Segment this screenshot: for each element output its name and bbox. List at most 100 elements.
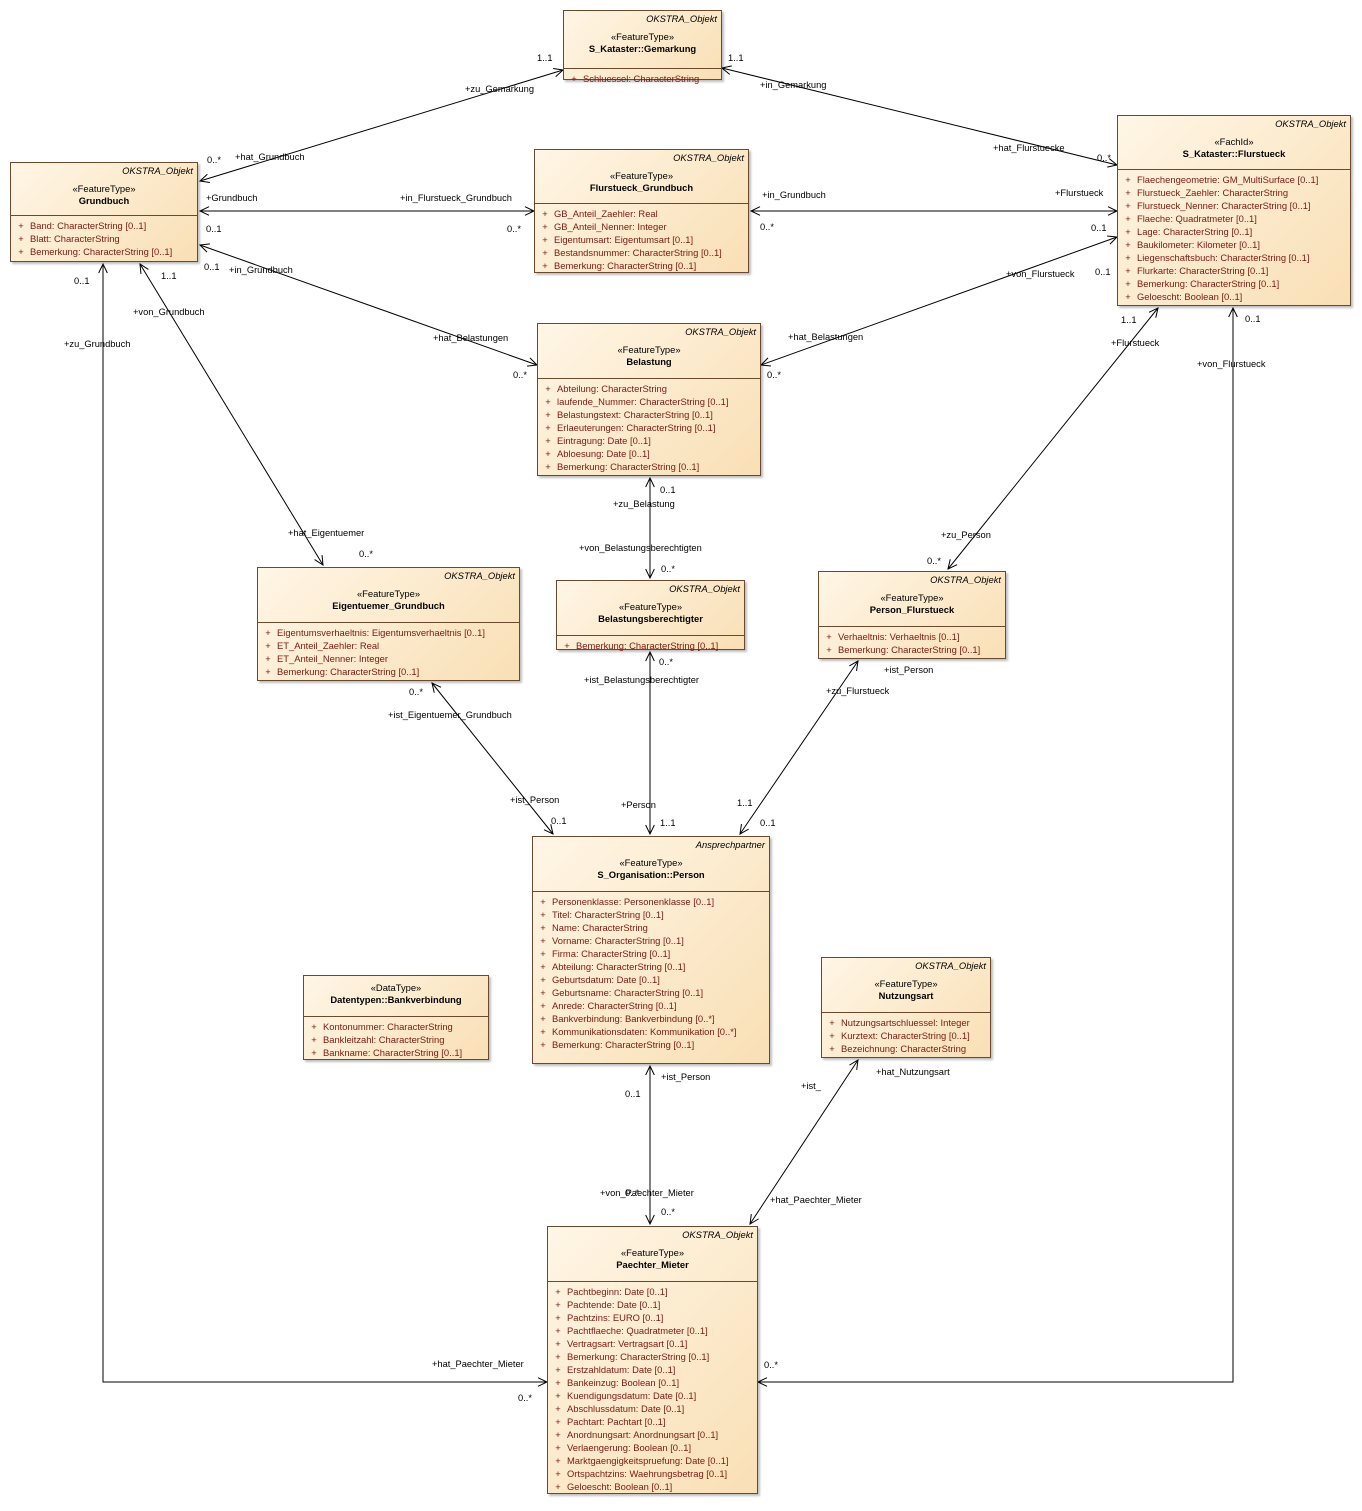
visibility-marker: +	[1125, 213, 1131, 224]
visibility-marker: +	[542, 260, 548, 271]
attribute-text: Bemerkung: CharacterString [0..1]	[1137, 278, 1280, 289]
class-stereotype: «FeatureType»	[619, 857, 683, 868]
class-person-flurstueck[interactable]: OKSTRA_Objekt«FeatureType»Person_Flurstu…	[818, 571, 1006, 659]
attribute-row: +Geburtsname: CharacterString [0..1]	[533, 986, 769, 999]
role-label: +hat_Belastungen	[433, 333, 509, 343]
attribute-text: Baukilometer: Kilometer [0..1]	[1137, 239, 1260, 250]
attribute-row: +Bemerkung: CharacterString [0..1]	[1118, 277, 1350, 290]
role-label: +Person	[621, 800, 656, 810]
visibility-marker: +	[555, 1442, 561, 1453]
role-label: +von_Belastungsberechtigten	[579, 543, 702, 553]
class-attributes: +Flaechengeometrie: GM_MultiSurface [0..…	[1118, 169, 1350, 303]
visibility-marker: +	[555, 1377, 561, 1388]
visibility-marker: +	[18, 233, 24, 244]
attribute-row: +Bezeichnung: CharacterString	[822, 1042, 990, 1055]
class-belastung[interactable]: OKSTRA_Objekt«FeatureType»Belastung+Abte…	[537, 323, 761, 476]
multiplicity-label: 0..*	[661, 1207, 675, 1217]
class-person[interactable]: Ansprechpartner«FeatureType»S_Organisati…	[532, 836, 770, 1064]
attribute-row: +Kuendigungsdatum: Date [0..1]	[548, 1389, 757, 1402]
attribute-row: +Bemerkung: CharacterString [0..1]	[538, 460, 760, 473]
class-flurstueck[interactable]: OKSTRA_Objekt«FachId»S_Kataster::Flurstu…	[1117, 115, 1351, 306]
class-grundbuch[interactable]: OKSTRA_Objekt«FeatureType»Grundbuch+Band…	[10, 162, 198, 262]
navigability-arrow	[198, 173, 210, 184]
visibility-marker: +	[540, 922, 546, 933]
attribute-row: +Pachtende: Date [0..1]	[548, 1298, 757, 1311]
attribute-row: +Flurkarte: CharacterString [0..1]	[1118, 264, 1350, 277]
class-bankverbindung[interactable]: «DataType»Datentypen::Bankverbindung+Kon…	[303, 975, 489, 1060]
attribute-row: +Bemerkung: CharacterString [0..1]	[548, 1350, 757, 1363]
role-label: +hat_Paechter_Mieter	[770, 1195, 862, 1205]
class-name: S_Kataster::Gemarkung	[588, 43, 697, 54]
attribute-row: +Verlaengerung: Boolean [0..1]	[548, 1441, 757, 1454]
attribute-text: Flaeche: Quadratmeter [0..1]	[1137, 213, 1257, 224]
class-parent-label: OKSTRA_Objekt	[1275, 118, 1346, 129]
visibility-marker: +	[265, 640, 271, 651]
attribute-row: +laufende_Nummer: CharacterString [0..1]	[538, 395, 760, 408]
attribute-text: Vertragsart: Vertragsart [0..1]	[567, 1338, 688, 1349]
class-belastungsberechtigter[interactable]: OKSTRA_Objekt«FeatureType»Belastungsbere…	[556, 580, 745, 652]
class-nutzungsart[interactable]: OKSTRA_Objekt«FeatureType»Nutzungsart+Nu…	[821, 957, 991, 1058]
class-parent-label: OKSTRA_Objekt	[673, 152, 744, 163]
role-label: +Grundbuch	[206, 193, 258, 203]
class-gemarkung[interactable]: OKSTRA_Objekt«FeatureType»S_Kataster::Ge…	[563, 10, 722, 84]
class-stereotype: «FeatureType»	[880, 592, 944, 603]
role-label: +ist_Person	[661, 1072, 711, 1082]
attribute-text: Bezeichnung: CharacterString	[841, 1043, 967, 1054]
class-name: Person_Flurstueck	[869, 604, 955, 615]
navigability-arrow	[314, 554, 324, 566]
attribute-text: Firma: CharacterString [0..1]	[552, 948, 671, 959]
multiplicity-label: 0..1	[74, 276, 90, 286]
attribute-text: Abteilung: CharacterString	[557, 383, 667, 394]
class-stereotype: «FeatureType»	[610, 31, 675, 42]
association-line	[721, 67, 1118, 166]
attribute-row: +Kurztext: CharacterString [0..1]	[822, 1029, 990, 1042]
visibility-marker: +	[564, 640, 570, 651]
visibility-marker: +	[1125, 174, 1131, 185]
visibility-marker: +	[555, 1299, 561, 1310]
navigability-arrow	[198, 243, 210, 253]
attribute-row: +Vertragsart: Vertragsart [0..1]	[548, 1337, 757, 1350]
multiplicity-label: 0..1	[204, 262, 220, 272]
attribute-row: +Bankverbindung: Bankverbindung [0..*]	[533, 1012, 769, 1025]
visibility-marker: +	[555, 1364, 561, 1375]
visibility-marker: +	[1125, 200, 1131, 211]
multiplicity-label: 0..1	[660, 485, 676, 495]
attribute-text: Pachtflaeche: Quadratmeter [0..1]	[567, 1325, 708, 1336]
class-name: Paechter_Mieter	[616, 1259, 689, 1270]
visibility-marker: +	[542, 208, 548, 219]
navigability-arrow	[543, 824, 554, 835]
attribute-row: +Lage: CharacterString [0..1]	[1118, 225, 1350, 238]
visibility-marker: +	[1125, 291, 1131, 302]
attribute-row: +GB_Anteil_Nenner: Integer	[535, 220, 748, 233]
multiplicity-label: 1..1	[660, 818, 676, 828]
class-name: Nutzungsart	[878, 990, 934, 1001]
attribute-row: +Nutzungsartschluessel: Integer	[822, 1016, 990, 1029]
class-stereotype: «FeatureType»	[609, 170, 674, 181]
class-attributes: +Bemerkung: CharacterString [0..1]	[557, 635, 744, 652]
role-label: +ist_Person	[884, 665, 934, 675]
visibility-marker: +	[311, 1034, 317, 1045]
class-parent-label: OKSTRA_Objekt	[915, 960, 986, 971]
navigability-arrow	[645, 650, 655, 662]
attribute-text: Bankleitzahl: CharacterString	[323, 1034, 445, 1045]
class-flurstueck-grundbuch[interactable]: OKSTRA_Objekt«FeatureType»Flurstueck_Gru…	[534, 149, 749, 273]
navigability-arrow	[1148, 307, 1159, 318]
attribute-text: Bemerkung: CharacterString [0..1]	[277, 666, 420, 677]
visibility-marker: +	[1125, 239, 1131, 250]
visibility-marker: +	[540, 961, 546, 972]
attribute-row: +Eintragung: Date [0..1]	[538, 434, 760, 447]
attribute-text: ET_Anteil_Nenner: Integer	[277, 653, 389, 664]
class-paechter-mieter[interactable]: OKSTRA_Objekt«FeatureType»Paechter_Miete…	[547, 1226, 758, 1494]
association-line	[199, 244, 538, 366]
class-eigentuemer-grundbuch[interactable]: OKSTRA_Objekt«FeatureType»Eigentuemer_Gr…	[257, 567, 520, 681]
attribute-text: Eigentumsverhaeltnis: Eigentumsverhaeltn…	[277, 627, 485, 638]
role-label: +ist_Eigentuemer_Grundbuch	[388, 710, 512, 720]
multiplicity-label: 0..*	[760, 222, 774, 232]
navigability-arrow	[1228, 306, 1238, 318]
visibility-marker: +	[555, 1468, 561, 1479]
association-line	[102, 264, 547, 1383]
role-label: +ist_Person	[510, 795, 560, 805]
multiplicity-label: 0..*	[661, 564, 675, 574]
visibility-marker: +	[826, 631, 832, 642]
